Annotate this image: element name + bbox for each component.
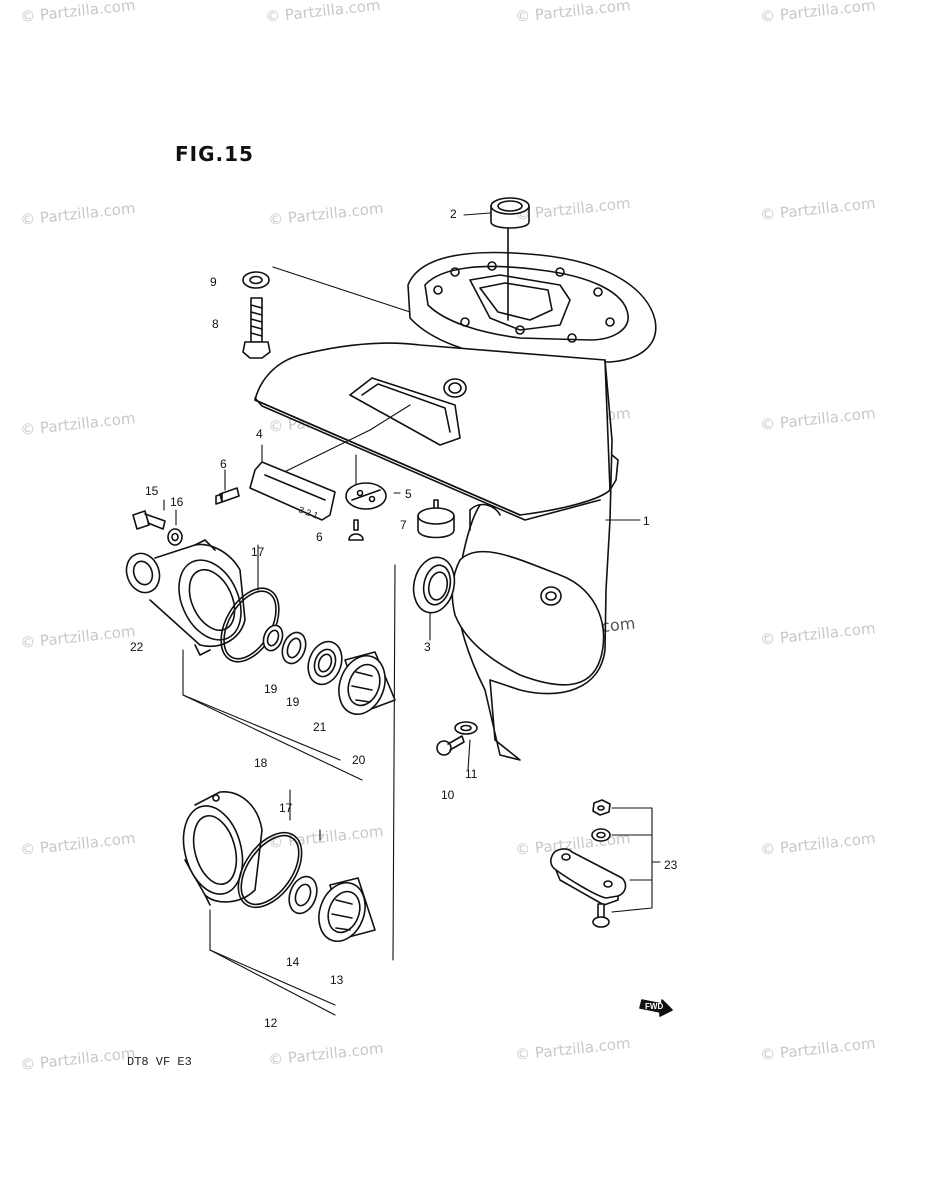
part-13-bearing (318, 877, 376, 942)
part-2-bushing (490, 197, 530, 321)
part-14-seal (288, 875, 318, 915)
callout-4: 4 (256, 427, 263, 441)
callout-3: 3 (424, 640, 431, 654)
callout-5: 5 (405, 487, 412, 501)
callout-6: 6 (316, 530, 323, 544)
part-20-bearing (338, 651, 396, 715)
callout-8: 8 (212, 317, 219, 331)
part-7-mount (417, 499, 455, 539)
callout-1: 1 (643, 514, 650, 528)
callout-7: 7 (400, 518, 407, 532)
callout-6: 6 (220, 457, 227, 471)
callout-16: 16 (170, 495, 184, 509)
part-21-bearing (307, 640, 343, 686)
callout-14: 14 (286, 955, 300, 969)
part-23-bolt (592, 903, 610, 928)
callout-19: 19 (286, 695, 300, 709)
callout-10: 10 (441, 788, 455, 802)
part-3-oil-seal (412, 556, 456, 614)
part-22-bearing-housing (125, 539, 246, 656)
part-6-screw (215, 487, 240, 505)
part-23-bracket (550, 848, 627, 906)
callout-2: 2 (450, 207, 457, 221)
part-10-screw (436, 735, 465, 756)
part-19-seal (281, 631, 307, 665)
part-4-plate: 3 2 1 (249, 461, 336, 521)
part-12-bearing-housing (182, 791, 263, 906)
callout-18: 18 (254, 756, 268, 770)
part-23-nut (592, 799, 611, 816)
fwd-arrow-icon: FWD (639, 999, 673, 1017)
part-11-washer (454, 721, 478, 735)
callout-22: 22 (130, 640, 144, 654)
part-9-washer (242, 271, 270, 289)
callout-21: 21 (313, 720, 327, 734)
part-17-o-ring (237, 831, 303, 909)
callout-23: 23 (664, 858, 678, 872)
callout-19: 19 (264, 682, 278, 696)
part-5-anode (345, 482, 387, 510)
callout-15: 15 (145, 484, 159, 498)
part-8-bolt (242, 297, 271, 359)
callout-17: 17 (251, 545, 265, 559)
callout-11: 11 (465, 767, 478, 781)
leader-lines (163, 212, 661, 1016)
part-19-seal (262, 624, 284, 652)
part-16-washer (167, 528, 183, 546)
callout-20: 20 (352, 753, 366, 767)
fwd-label: FWD (645, 1002, 663, 1011)
callout-13: 13 (330, 973, 344, 987)
callout-12: 12 (264, 1016, 278, 1030)
part-6-screw (348, 519, 364, 541)
part-23-washer (591, 828, 611, 842)
model-code: DT8 VF E3 (127, 1055, 192, 1069)
part-15-bolt (132, 510, 166, 530)
callout-9: 9 (210, 275, 217, 289)
gear-case-housing (254, 251, 657, 761)
callout-17: 17 (279, 801, 293, 815)
figure-title: FIG.15 (175, 142, 254, 166)
